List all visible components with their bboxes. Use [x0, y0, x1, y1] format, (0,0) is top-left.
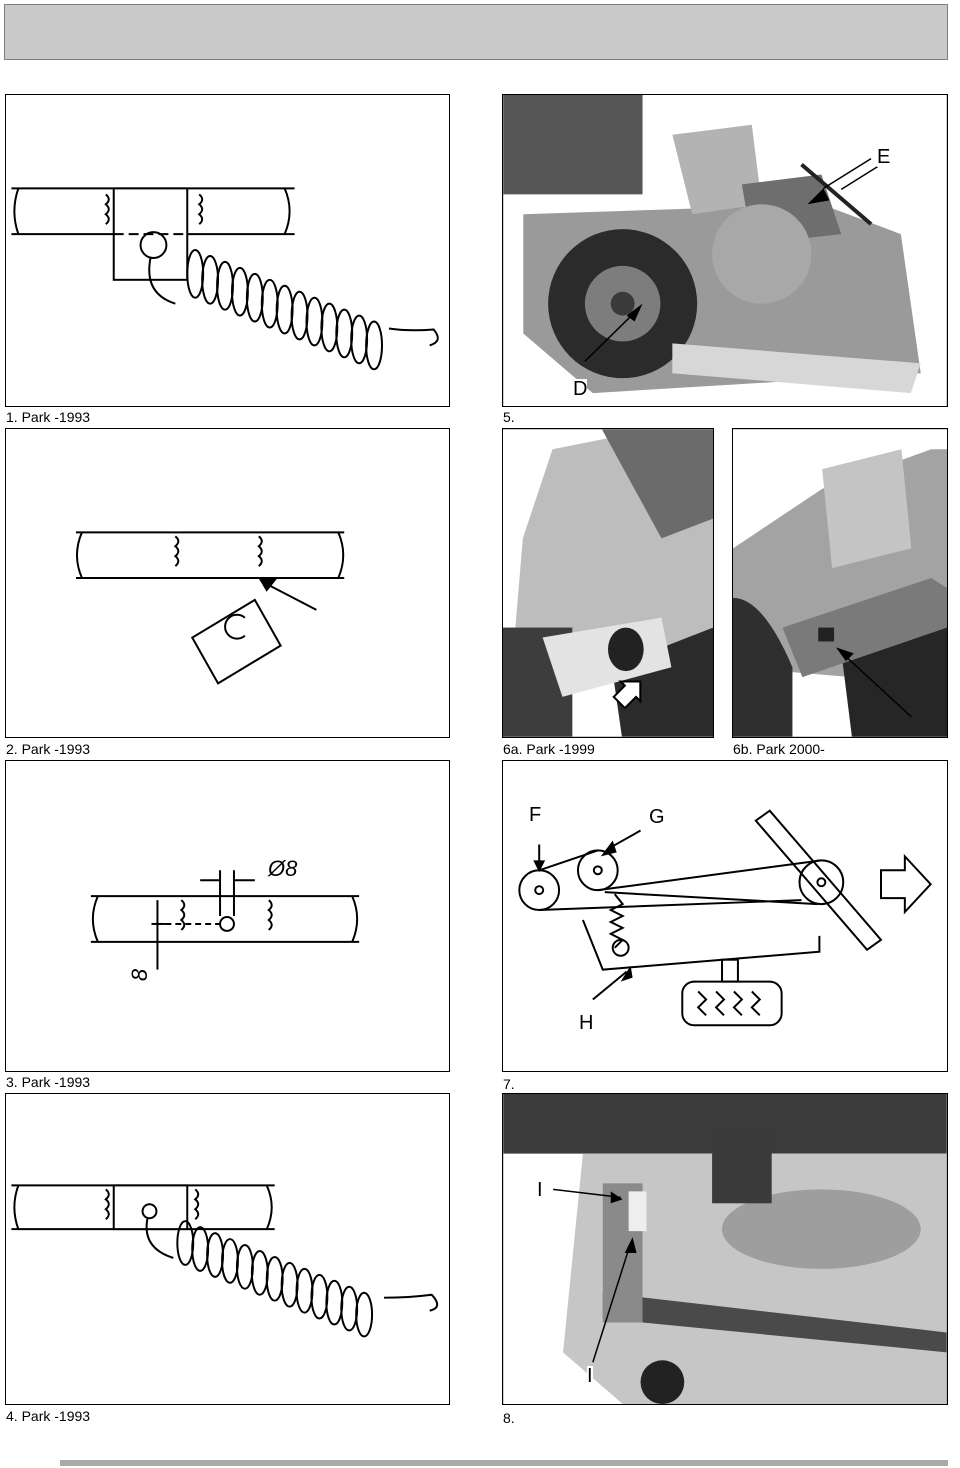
label-e: E — [877, 146, 891, 168]
spring-attached-diagram — [11, 187, 439, 371]
drill-hole-dimension-diagram — [90, 870, 360, 970]
label-h: H — [579, 1012, 594, 1034]
arrow-i-bottom — [624, 1237, 637, 1253]
figure-4-caption: 4. Park -1993 — [6, 1408, 91, 1424]
arrow-outline-icon — [612, 680, 642, 710]
label-i-bottom: I — [587, 1365, 593, 1387]
figure-5-photo: E D — [502, 94, 948, 407]
belt-tensioner-diagram — [518, 809, 933, 1027]
figure-2-panel — [5, 428, 450, 738]
arrow-d — [626, 303, 643, 322]
spring-bracket-removed-diagram — [75, 531, 345, 685]
mower-front-1999-photo — [503, 429, 713, 737]
mower-front-2000-photo — [733, 429, 947, 737]
label-d: D — [573, 378, 588, 400]
arrow-f — [533, 860, 546, 873]
figure-6b-photo — [732, 428, 948, 738]
figure-3-panel: Ø8 8 — [5, 760, 450, 1072]
label-g: G — [649, 806, 665, 828]
figure-7-caption: 7. — [503, 1076, 515, 1092]
figure-1-caption: 1. Park -1993 — [6, 409, 91, 425]
arrow-g — [600, 840, 617, 857]
label-f: F — [529, 804, 542, 826]
arrow-i-top — [610, 1191, 623, 1204]
spring-coils-refit — [176, 1220, 374, 1338]
label-i-top: I — [537, 1179, 543, 1201]
spring-coils — [186, 249, 383, 371]
arrow-e — [807, 188, 830, 205]
figure-6a-caption: 6a. Park -1999 — [503, 741, 595, 757]
cutter-deck-photo — [503, 1094, 947, 1404]
figure-6a-photo — [502, 428, 714, 738]
arrow-right-rear — [836, 647, 854, 662]
hole-offset-label: 8 — [127, 968, 153, 982]
header-bar — [4, 4, 948, 60]
figure-2-caption: 2. Park -1993 — [6, 741, 91, 757]
figure-1-panel — [5, 94, 450, 407]
spring-refitted-diagram — [11, 1184, 439, 1338]
figure-5-caption: 5. — [503, 409, 515, 425]
footer-bar — [60, 1460, 948, 1466]
arrow-h — [620, 965, 633, 982]
mower-side-photo — [503, 95, 947, 406]
figure-4-panel — [5, 1093, 450, 1405]
figure-8-caption: 8. — [503, 1410, 515, 1426]
figure-6b-caption: 6b. Park 2000- — [733, 741, 825, 757]
hole-diameter-label: Ø8 — [268, 856, 298, 881]
figure-7-panel: F G H — [502, 760, 948, 1072]
figure-8-photo: I I — [502, 1093, 948, 1405]
figure-3-caption: 3. Park -1993 — [6, 1074, 91, 1090]
